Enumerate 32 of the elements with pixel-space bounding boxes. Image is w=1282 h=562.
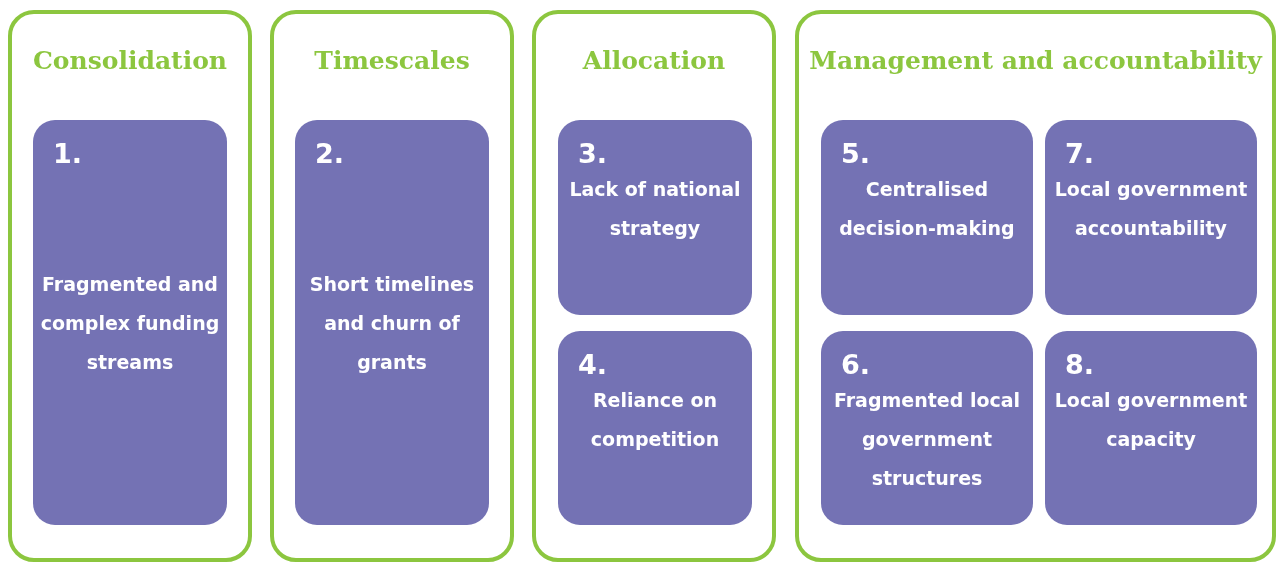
panel-heading: Consolidation — [31, 46, 229, 75]
problem-card — [1045, 331, 1257, 525]
problem-card — [33, 120, 227, 525]
item-number: 7. — [1065, 138, 1095, 169]
card-text: Local government accountability — [1053, 177, 1249, 241]
category-panel — [795, 10, 1276, 562]
card-text: Fragmented and complex funding streams — [39, 271, 221, 374]
problem-card — [558, 120, 752, 315]
panel-heading: Allocation — [581, 46, 727, 75]
item-number: 4. — [578, 349, 608, 380]
card-text: Fragmented local government structures — [832, 388, 1022, 491]
item-number: 5. — [841, 138, 871, 169]
problem-card — [821, 120, 1033, 315]
card-text: Short timelines and churn of grants — [308, 271, 476, 375]
card-text: Local government capacity — [1053, 388, 1249, 452]
category-panel — [8, 10, 252, 562]
problem-card — [295, 120, 489, 525]
card-text: Lack of national strategy — [568, 177, 742, 241]
panel-heading: Timescales — [313, 46, 471, 75]
item-number: 8. — [1065, 349, 1095, 380]
item-number: 3. — [578, 138, 608, 169]
card-text: Reliance on competition — [589, 388, 721, 452]
category-panel — [532, 10, 776, 562]
category-panel — [270, 10, 514, 562]
item-number: 6. — [841, 349, 871, 380]
problem-card — [821, 331, 1033, 525]
item-number: 1. — [53, 138, 83, 169]
item-number: 2. — [315, 138, 345, 169]
problem-card — [1045, 120, 1257, 315]
problem-card — [558, 331, 752, 525]
card-text: Centralised decision-making — [838, 177, 1016, 241]
panel-heading: Management and accountability — [808, 46, 1264, 75]
